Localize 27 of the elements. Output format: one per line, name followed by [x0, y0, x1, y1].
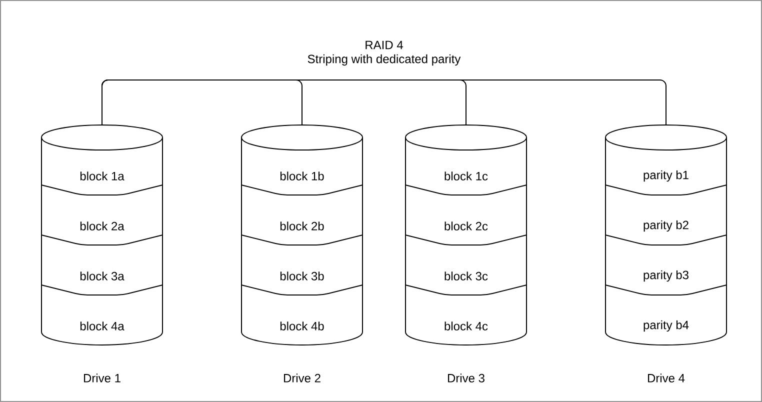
connector-line: [102, 80, 666, 125]
block-label: block 1c: [444, 172, 488, 180]
drive-label: Drive 1: [84, 374, 120, 382]
block-label: block 3b: [280, 272, 324, 280]
block-label: parity b1: [644, 170, 688, 182]
drive-cylinder: [41, 124, 163, 346]
block-label: block 3a: [80, 272, 124, 280]
title-text: Striping with dedicated parity: [308, 54, 461, 66]
drive-label: Drive 3: [448, 374, 484, 382]
drive-cylinder: [405, 124, 527, 346]
block-label: block 3c: [444, 272, 488, 280]
drive-cylinder: [241, 124, 363, 346]
block-label: block 4b: [280, 322, 324, 330]
block-label: block 2c: [444, 222, 488, 230]
block-label: parity b3: [644, 270, 688, 282]
block-label: block 1b: [280, 172, 324, 180]
title-text: RAID 4: [366, 40, 403, 50]
drive-label: Drive 4: [648, 374, 685, 382]
block-label: block 4c: [444, 322, 488, 330]
block-label: block 4a: [80, 322, 124, 330]
block-label: parity b2: [644, 220, 688, 232]
block-label: block 2a: [80, 222, 124, 230]
drive-label: Drive 2: [284, 374, 320, 382]
drive-cylinder: [605, 124, 727, 346]
block-label: parity b4: [644, 320, 689, 332]
block-label: block 2b: [280, 222, 324, 230]
block-label: block 1a: [80, 172, 124, 180]
